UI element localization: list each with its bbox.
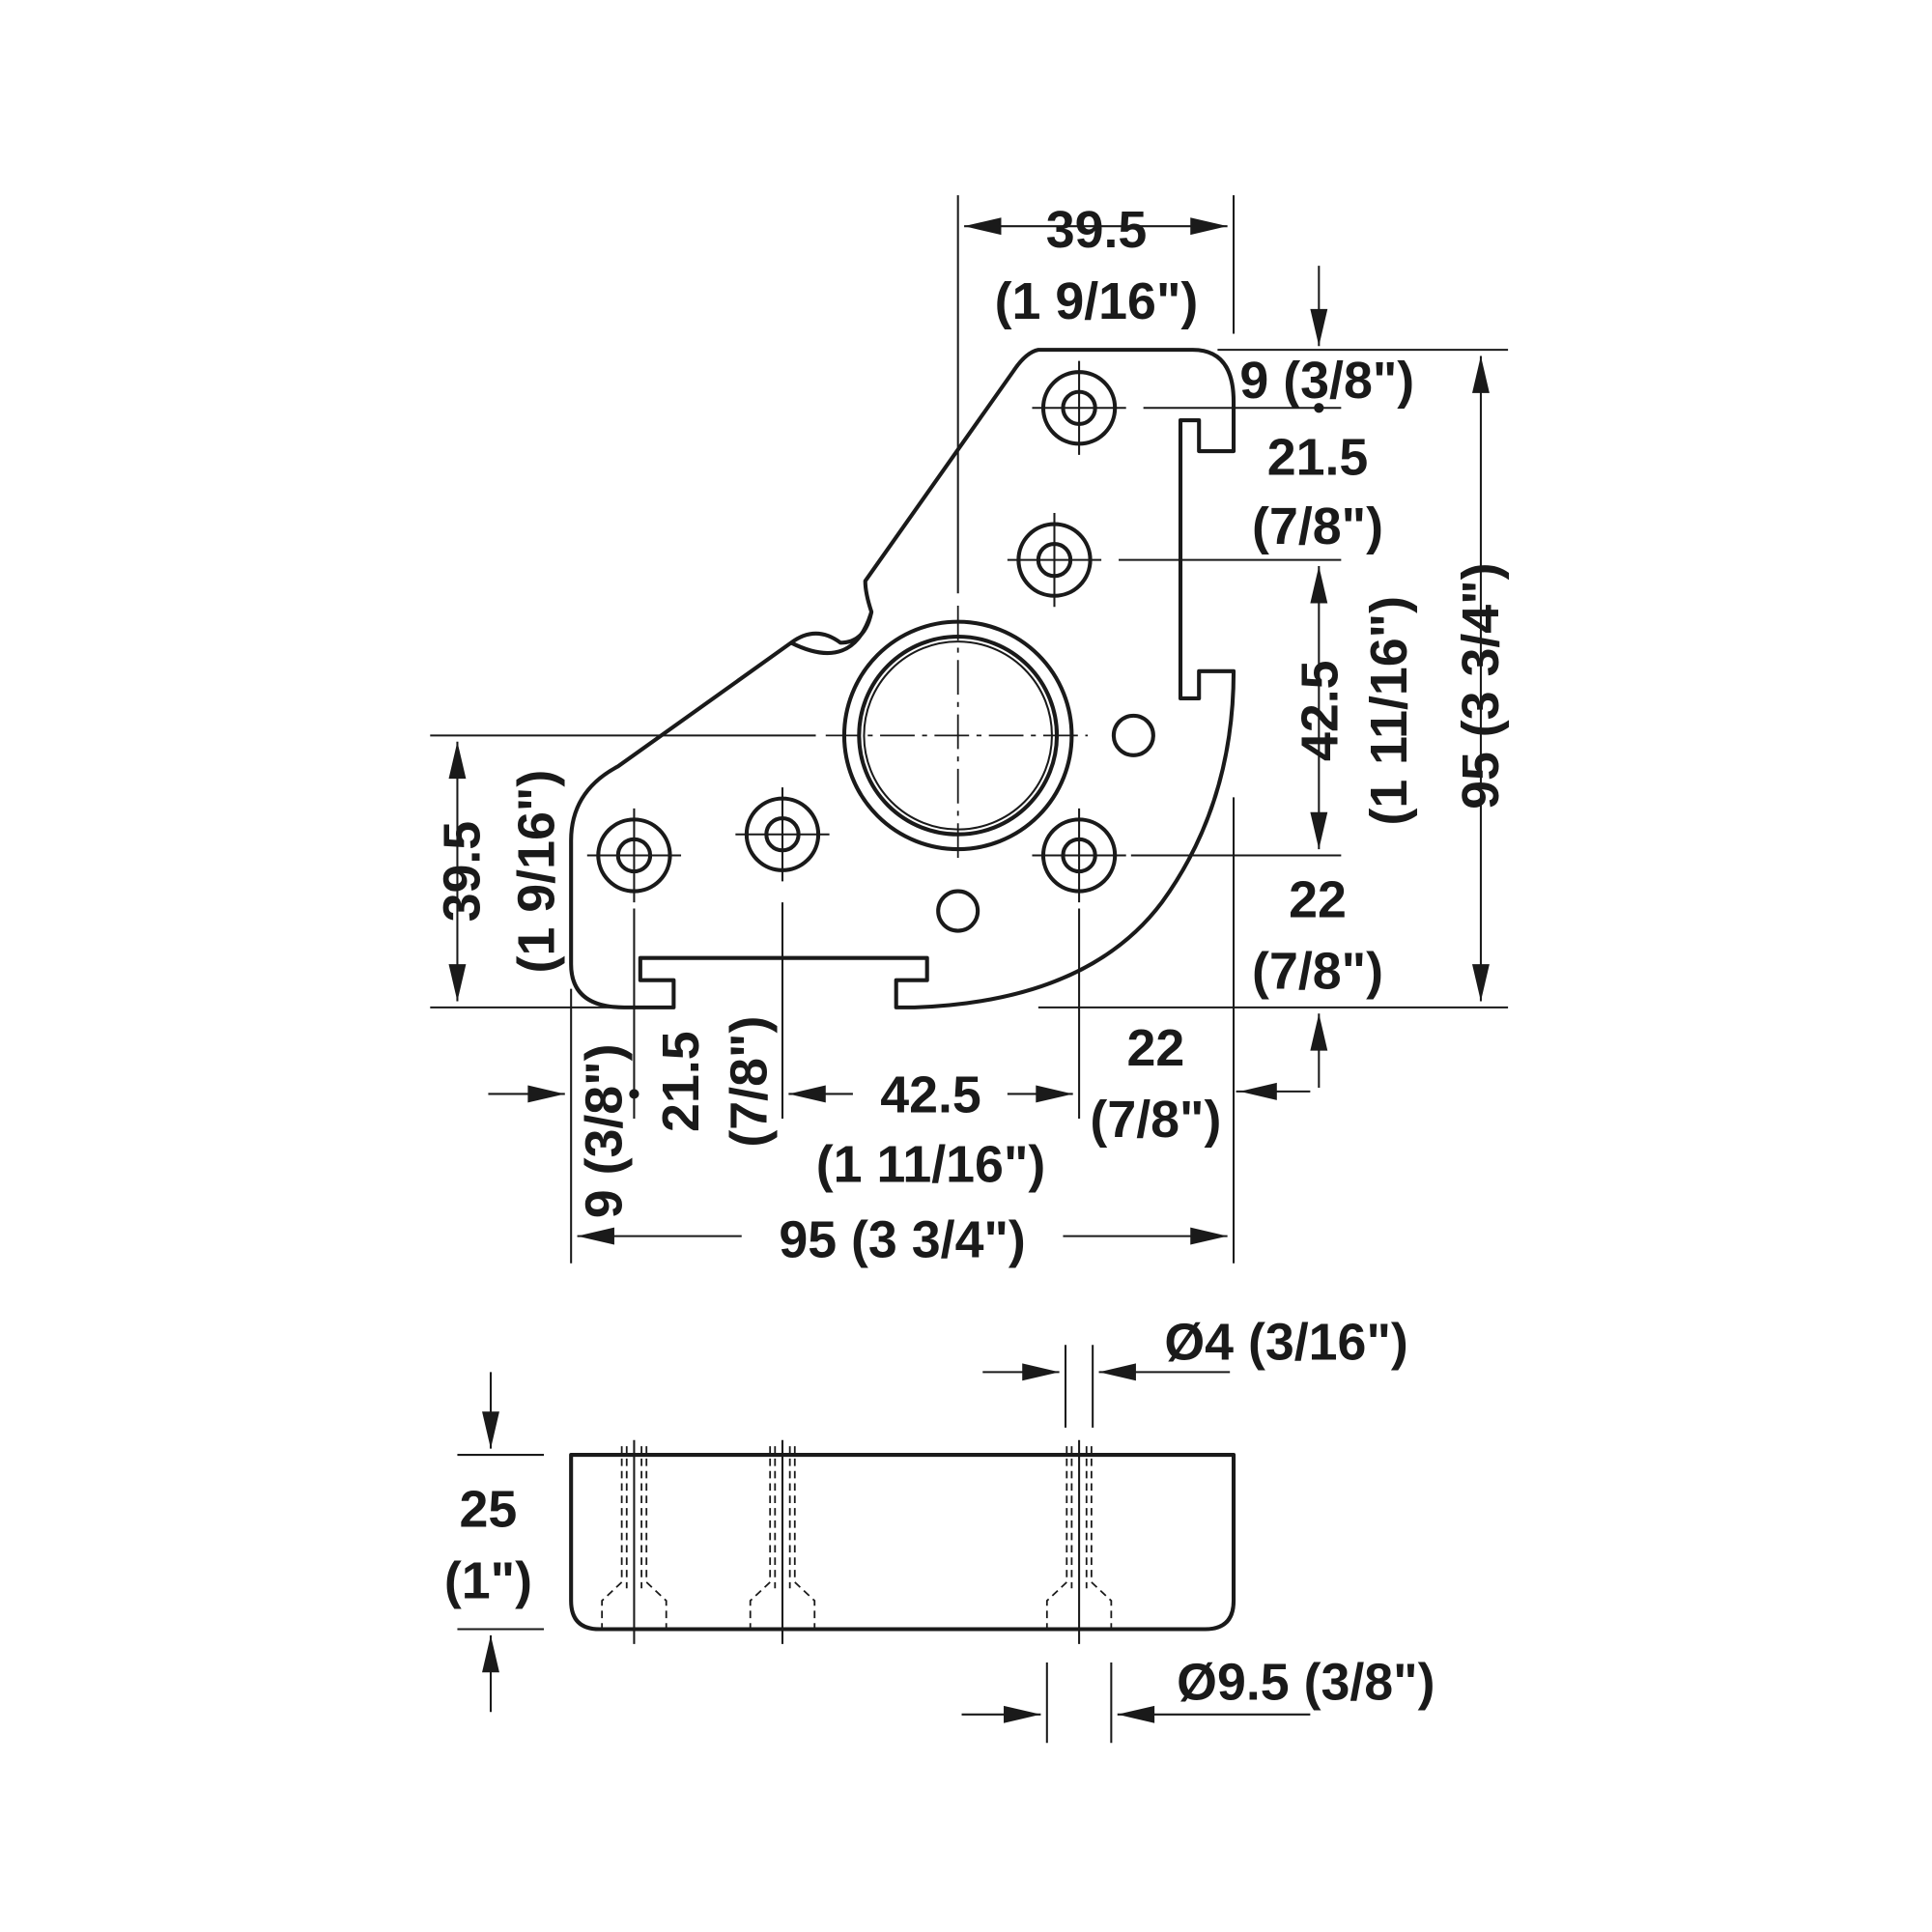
dim-total-height: 95 (3 3/4") (1452, 562, 1510, 809)
side-height-imperial: (1") (444, 1552, 532, 1610)
dim-left-height-value: 39.5 (433, 821, 491, 923)
dim-bottom-left-offset: 9 (3/8") (576, 1043, 634, 1218)
dim-right-upper-imperial: (7/8") (1252, 497, 1383, 555)
dim-bottom-right-value: 22 (1127, 1019, 1185, 1077)
dim-top-width-value: 39.5 (1046, 201, 1148, 259)
pin-hole (936, 889, 980, 933)
side-height-value: 25 (460, 1480, 518, 1538)
side-view (457, 1345, 1311, 1744)
screw-hole (1008, 513, 1101, 607)
dim-left-height-imperial: (1 9/16") (507, 770, 565, 974)
dimension-lines (430, 195, 1509, 1264)
dim-bottom-right-imperial: (7/8") (1090, 1091, 1221, 1149)
screw-hole (1032, 809, 1125, 902)
center-ring (825, 605, 1089, 866)
dim-right-upper-value: 21.5 (1267, 428, 1369, 486)
notch-arc (790, 611, 874, 656)
dim-right-lower-value: 22 (1289, 870, 1347, 928)
dim-bottom-middle-value: 42.5 (880, 1066, 981, 1124)
screw-hole (735, 787, 829, 881)
screw-hole (1032, 361, 1125, 455)
dim-bottom-21-imperial: (7/8") (720, 1016, 778, 1148)
screw-diameter: Ø4 (3/16") (1164, 1314, 1407, 1372)
dim-top-width-imperial: (1 9/16") (995, 272, 1199, 330)
dim-top-offset: 9 (3/8") (1239, 352, 1414, 410)
dim-right-lower-imperial: (7/8") (1252, 943, 1383, 1001)
dim-bottom-middle-imperial: (1 11/16") (816, 1135, 1046, 1193)
plate-outline (569, 348, 1236, 1009)
dim-right-middle-value: 42.5 (1292, 660, 1350, 761)
dim-total-width: 95 (3 3/4") (779, 1210, 1025, 1268)
dim-right-middle-imperial: (1 11/16") (1360, 596, 1418, 826)
screw-hole (587, 809, 681, 902)
dim-bottom-21-value: 21.5 (652, 1031, 710, 1132)
pin-hole (1111, 713, 1155, 757)
counterbore-diameter: Ø9.5 (3/8") (1177, 1653, 1435, 1711)
